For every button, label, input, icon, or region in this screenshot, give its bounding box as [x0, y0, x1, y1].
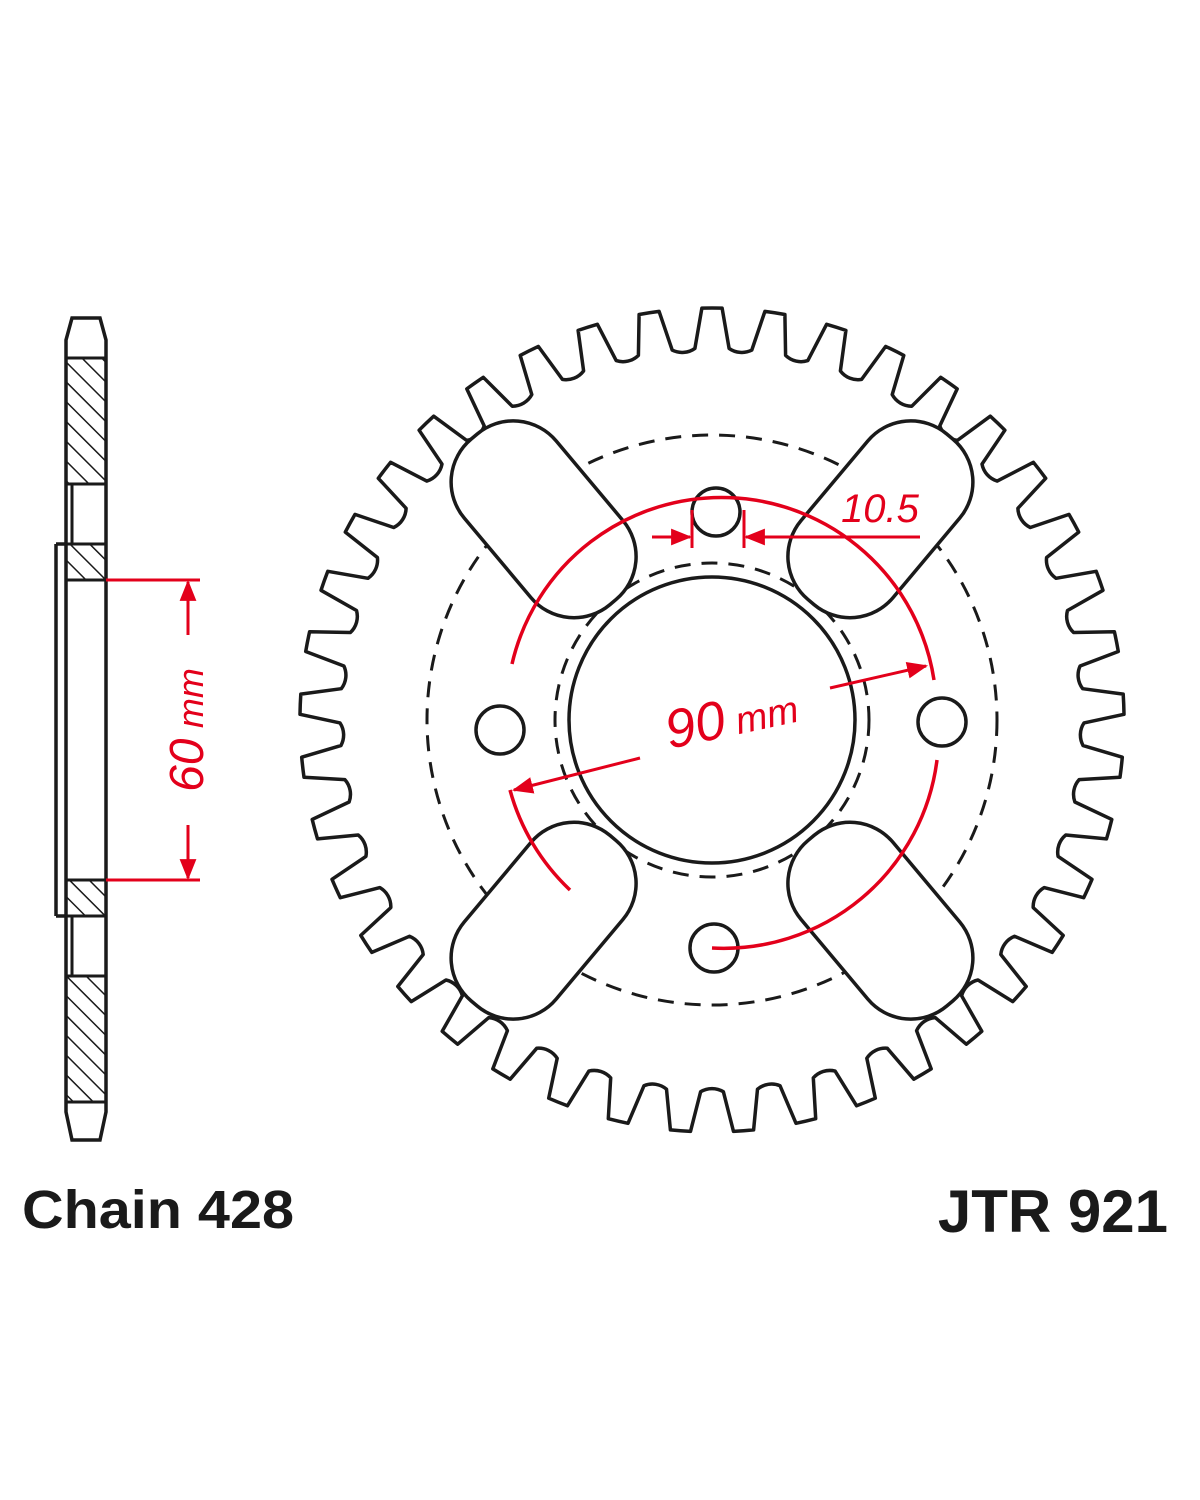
bolt-circle-arc — [508, 789, 572, 892]
hatch-section — [64, 542, 108, 582]
dimension-line — [829, 662, 929, 690]
hatch-section — [64, 356, 108, 486]
dimension-60mm: 60 mm — [106, 578, 214, 882]
bolt-circle-value: 90 — [660, 689, 731, 760]
dimension-10-5: 10.5 — [652, 487, 920, 548]
lightening-holes — [449, 419, 975, 1021]
center-bore — [567, 575, 857, 865]
bolt-hole-diameter-label: 10.5 — [841, 487, 920, 531]
dimension-line — [511, 756, 641, 794]
hub-bore-unit: mm — [170, 668, 211, 728]
side-profile-outline — [64, 316, 108, 1142]
lightening-hole-top-left — [449, 419, 638, 620]
lightening-hole-top-right — [786, 419, 975, 620]
svg-text:60 mm: 60 mm — [161, 668, 214, 792]
bolt-hole-top — [690, 486, 742, 538]
hatch-section — [64, 878, 108, 918]
lightening-hole-bottom-right — [786, 820, 975, 1021]
hub-flange-dashed — [425, 433, 999, 1007]
bolt-hole-left — [474, 704, 526, 756]
hub-bore-value: 60 — [161, 738, 214, 792]
bolt-circle-dashed — [553, 561, 871, 879]
sprocket-front-view — [298, 306, 1126, 1134]
side-profile — [54, 316, 108, 1142]
bolt-circle-arc — [510, 495, 936, 681]
bolt-circle-arc — [711, 759, 939, 951]
bolt-hole-right — [916, 696, 968, 748]
chain-size-caption: Chain 428 — [22, 1180, 294, 1240]
part-number-caption: JTR 921 — [938, 1178, 1168, 1245]
hatch-section — [64, 974, 108, 1104]
dimension-90mm: 90 mm — [508, 495, 939, 951]
lightening-hole-bottom-left — [449, 820, 638, 1021]
